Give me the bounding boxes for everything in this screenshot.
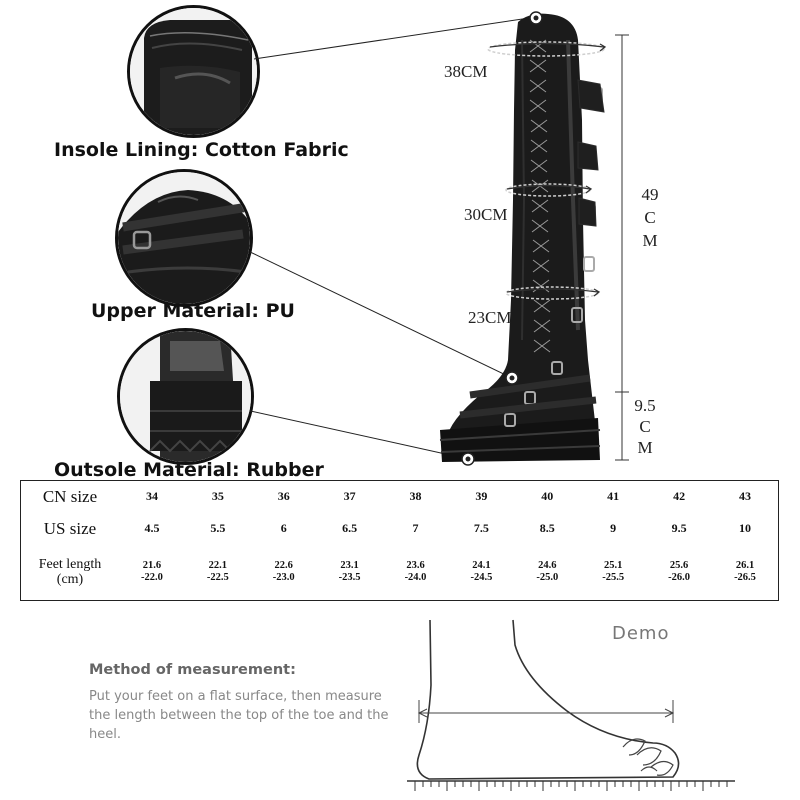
cn-size-cell: 41	[607, 489, 620, 504]
shaft-height-unit-c: C	[644, 208, 656, 227]
heel-height-unit-m: M	[637, 438, 653, 457]
top-circumference-label: 38CM	[444, 62, 488, 81]
feet-length-cell: 24.1-24.5	[448, 544, 514, 600]
outsole-closeup-image	[117, 328, 254, 465]
feet-length-min: 23.1	[340, 560, 359, 572]
method-text: Put your feet on a flat surface, then me…	[89, 689, 389, 742]
table-row-feet-length: Feet length (cm) 21.6-22.0 22.1-22.5 22.…	[21, 544, 778, 600]
cn-size-cell: 37	[343, 489, 356, 504]
feet-length-min: 22.6	[274, 560, 293, 572]
shaft-height-unit-m: M	[642, 231, 658, 250]
feet-length-max: -23.0	[272, 572, 295, 584]
us-size-cell: 4.5	[144, 520, 160, 535]
feature-label-insole: Insole Lining: Cotton Fabric	[54, 139, 349, 161]
heel-height-unit-c: C	[639, 417, 651, 436]
feet-length-min: 24.6	[538, 560, 557, 572]
size-table: CN size 34 35 36 37 38 39 40 41 42 43 US…	[20, 480, 779, 601]
demo-label: Demo	[612, 623, 670, 644]
cn-size-cell: 35	[211, 489, 224, 504]
feet-length-cell: 26.1-26.5	[712, 544, 778, 600]
table-row-us: US size 4.5 5.5 6 6.5 7 7.5 8.5 9 9.5 10	[21, 513, 778, 545]
feet-length-max: -26.0	[668, 572, 690, 584]
feet-length-cell: 22.6-23.0	[251, 544, 317, 600]
cn-size-cell: 39	[475, 489, 488, 504]
us-size-cell: 8.5	[539, 520, 555, 535]
feet-length-header-line2: (cm)	[56, 572, 84, 588]
cn-size-cell: 36	[277, 489, 290, 504]
heel-height-label: 9.5 C M	[630, 395, 660, 458]
boot-illustration	[250, 11, 629, 466]
upper-closeup-image	[115, 169, 253, 307]
us-size-cell: 7.5	[473, 520, 489, 535]
feet-length-max: -25.0	[536, 572, 559, 584]
method-title: Method of measurement:	[89, 662, 296, 678]
feet-length-cell: 21.6-22.0	[119, 544, 185, 600]
feet-length-min: 22.1	[208, 560, 228, 572]
shaft-height-value: 49	[641, 185, 659, 204]
feature-label-upper: Upper Material: PU	[91, 300, 295, 322]
feet-length-max: -25.5	[602, 572, 625, 584]
feet-length-cell: 23.1-23.5	[317, 544, 383, 600]
feet-length-min: 25.1	[603, 560, 623, 572]
cn-size-cell: 38	[409, 489, 422, 504]
feet-length-max: -26.5	[734, 572, 756, 584]
us-size-cell: 9	[610, 520, 617, 535]
feature-label-outsole: Outsole Material: Rubber	[54, 459, 324, 481]
feet-length-cell: 25.1-25.5	[580, 544, 646, 600]
insole-closeup-image	[127, 5, 260, 138]
heel-height-value: 9.5	[634, 396, 656, 415]
feet-length-max: -22.0	[141, 572, 163, 584]
feet-length-header-line1: Feet length	[38, 557, 102, 573]
us-size-cell: 7	[412, 520, 419, 535]
feet-length-cell: 22.1-22.5	[185, 544, 251, 600]
cn-size-cell: 40	[541, 489, 554, 504]
cn-size-cell: 43	[739, 489, 751, 504]
feet-length-max: -23.5	[338, 572, 361, 584]
feet-length-max: -24.5	[470, 572, 493, 584]
feet-length-max: -24.0	[404, 572, 427, 584]
feet-length-cell: 25.6-26.0	[646, 544, 712, 600]
foot-demo-illustration	[407, 619, 735, 791]
us-size-cell: 6	[280, 520, 287, 535]
cn-size-cell: 34	[145, 489, 158, 504]
feet-length-min: 23.6	[406, 560, 425, 572]
us-size-cell: 10	[739, 520, 751, 535]
feet-length-cell: 24.6-25.0	[514, 544, 580, 600]
lower-circumference-label: 23CM	[468, 308, 512, 327]
us-size-cell: 6.5	[342, 520, 358, 535]
feet-length-max: -22.5	[206, 572, 229, 584]
feet-length-cell: 23.6-24.0	[383, 544, 449, 600]
shaft-height-label: 49 C M	[638, 183, 662, 252]
feet-length-header: Feet length (cm)	[21, 544, 119, 600]
table-row-cn: CN size 34 35 36 37 38 39 40 41 42 43	[21, 481, 778, 513]
us-size-header: US size	[43, 518, 97, 538]
cn-size-header: CN size	[42, 487, 98, 507]
us-size-cell: 9.5	[671, 520, 687, 535]
feet-length-min: 25.6	[669, 560, 689, 572]
cn-size-cell: 42	[673, 489, 686, 504]
middle-circumference-label: 30CM	[464, 205, 508, 224]
us-size-cell: 5.5	[210, 520, 226, 535]
feet-length-min: 26.1	[735, 560, 755, 572]
feet-length-min: 24.1	[472, 560, 491, 572]
feet-length-min: 21.6	[142, 560, 162, 572]
